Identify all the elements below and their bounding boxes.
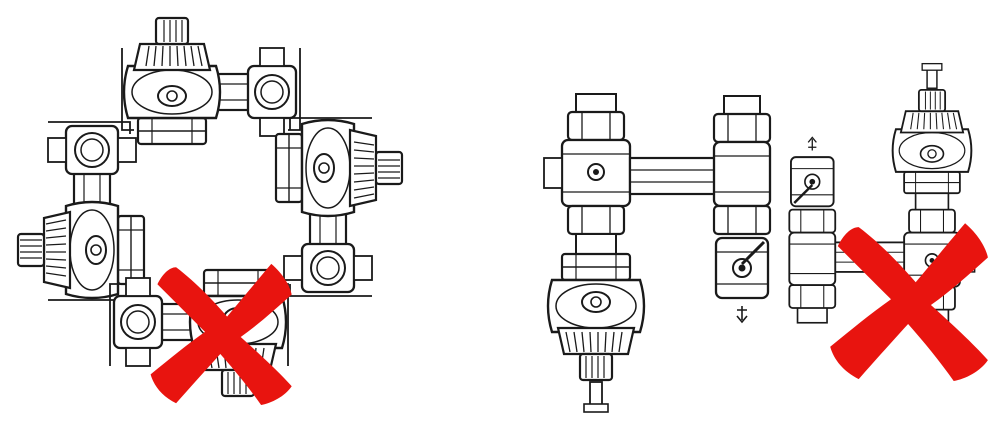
- middle-valve-assembly: [544, 94, 770, 412]
- left-cluster-assemblies: [18, 18, 402, 405]
- assembly-top: [122, 18, 300, 144]
- assembly-left: [18, 122, 144, 300]
- assembly-right: [276, 118, 402, 296]
